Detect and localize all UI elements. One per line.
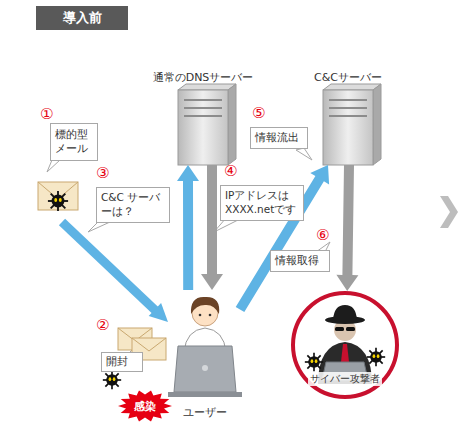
callout-number: ⑤ xyxy=(252,106,265,121)
attacker-backdrop xyxy=(295,295,395,395)
person-label: ユーザー xyxy=(183,405,227,420)
server-slot xyxy=(329,107,367,109)
user-node: ユーザー xyxy=(170,290,240,420)
server-slot xyxy=(329,115,367,117)
callout-tail xyxy=(296,148,312,160)
attacker-glasses xyxy=(335,327,344,331)
callout-text: 開封 xyxy=(106,355,138,369)
server-label: C&Cサーバー xyxy=(314,70,382,85)
server-top xyxy=(323,84,381,90)
laptop-logo xyxy=(202,365,208,371)
server-slot xyxy=(184,99,222,101)
callout-text: C&C サーバーは？ xyxy=(101,191,165,218)
server-side xyxy=(373,84,381,165)
user-figure xyxy=(168,297,242,397)
infection-burst: 感染 xyxy=(118,390,172,422)
server-side xyxy=(228,84,236,165)
callout-text: 情報取得 xyxy=(275,254,325,268)
cc-server-icon xyxy=(323,84,381,165)
server-slot xyxy=(184,115,222,117)
flow-arrow xyxy=(336,165,358,291)
server-top xyxy=(178,84,236,90)
virus-icon xyxy=(367,348,385,366)
mail-envelope xyxy=(38,182,78,211)
laptop-screen xyxy=(174,346,236,392)
callout-box: C&C サーバーは？ xyxy=(96,187,170,223)
user-eye xyxy=(199,314,202,317)
server-slot xyxy=(184,107,222,109)
dns-server: 通常のDNSサーバー xyxy=(178,90,228,165)
virus-icon xyxy=(305,353,323,371)
callout-number: ③ xyxy=(96,166,109,181)
attacker-figure xyxy=(295,295,395,395)
attacker-label: サイバー攻撃者 xyxy=(308,372,382,386)
flow-arrow xyxy=(201,165,223,290)
virus-icon xyxy=(103,371,121,389)
cc-server: C&Cサーバー xyxy=(323,90,373,165)
callout-box: 情報取得 xyxy=(270,250,330,272)
user-eye xyxy=(209,314,212,317)
callout-box: 情報流出 xyxy=(250,127,308,149)
virus-icon xyxy=(48,191,68,211)
callout-text: IPアドレスは XXXX.netです xyxy=(225,189,299,216)
next-chevron xyxy=(440,196,458,228)
dns-server-icon xyxy=(178,84,236,165)
server-label: 通常のDNSサーバー xyxy=(153,70,254,85)
callout-box: IPアドレスは XXXX.netです xyxy=(220,185,304,221)
burst-outline xyxy=(118,390,172,421)
attacker-circle: サイバー攻撃者 xyxy=(291,291,399,399)
attacker-glasses xyxy=(346,327,355,331)
server-front xyxy=(323,90,373,165)
mail-arrow xyxy=(62,222,156,311)
user-hair xyxy=(191,297,219,314)
attacker-hat-crown xyxy=(333,305,357,320)
title-tab: 導入前 xyxy=(36,6,128,30)
callout-number: ⑥ xyxy=(316,228,329,243)
envelope-flap xyxy=(132,338,166,351)
mail-arrow-head xyxy=(149,303,168,322)
callout-box: 開封 xyxy=(101,352,143,372)
callout-text: 標的型 メール xyxy=(55,128,93,155)
callout-box: 標的型 メール xyxy=(50,123,98,161)
server-slot xyxy=(329,99,367,101)
burst-label: 感染 xyxy=(134,399,156,414)
callout-number: ④ xyxy=(224,164,237,179)
callout-number: ② xyxy=(96,318,109,333)
callout-number: ① xyxy=(40,107,53,122)
server-front xyxy=(178,90,228,165)
callout-tail xyxy=(47,160,60,172)
flow-arrow xyxy=(177,165,199,290)
laptop-base xyxy=(168,392,242,397)
callout-text: 情報流出 xyxy=(255,131,303,145)
